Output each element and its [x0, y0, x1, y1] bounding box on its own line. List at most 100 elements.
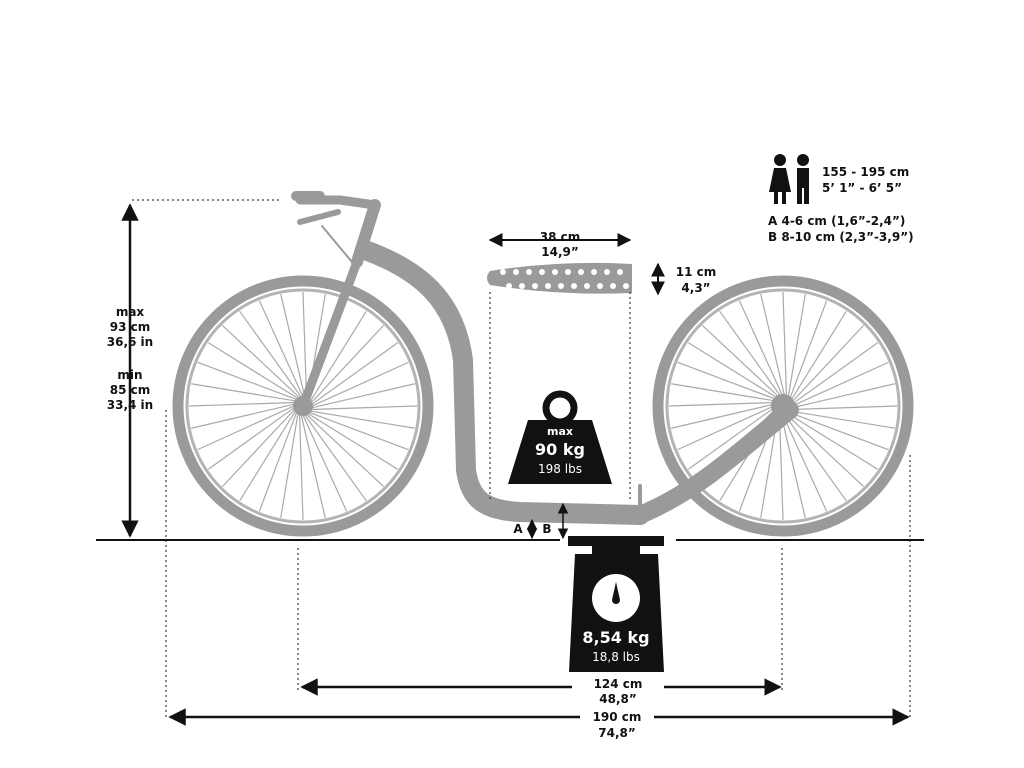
wheel-spoke: [785, 413, 865, 488]
deck-grip-hole: [506, 283, 512, 289]
deck-grip-hole: [539, 269, 545, 275]
wheel-spoke: [719, 310, 782, 398]
deck-grip-hole: [526, 269, 532, 275]
wheel-spoke: [784, 414, 847, 502]
height-max-label: max: [115, 305, 145, 319]
wheel-spoke: [778, 414, 784, 521]
wheel-spoke: [791, 361, 889, 407]
wheel-spoke: [791, 342, 879, 405]
wheel-spoke: [221, 324, 301, 399]
deck-grip-hole: [558, 283, 564, 289]
wheel-spoke: [687, 407, 775, 470]
wheel-spoke: [311, 383, 415, 409]
wheel-spoke: [671, 383, 776, 402]
max-load-label: max: [547, 425, 573, 438]
wheel-spoke: [789, 411, 889, 451]
clearance-b-letter: B: [542, 522, 552, 536]
wheel-spoke: [298, 414, 304, 521]
wheel-spoke: [307, 413, 399, 470]
wheel-spoke: [790, 410, 895, 429]
wheel-spoke: [191, 383, 296, 402]
deck-grip-hole: [597, 283, 603, 289]
wheel-spoke: [668, 401, 775, 407]
deck-grip-hole: [578, 269, 584, 275]
length-cm: 190 cm: [592, 710, 642, 724]
wheel-spoke: [310, 310, 367, 402]
wheel-spoke: [258, 300, 304, 398]
deck-grip-hole: [591, 269, 597, 275]
max-load-weight-icon: [508, 390, 612, 484]
rider-icon: [769, 154, 809, 204]
deck-grip-hole: [513, 269, 519, 275]
wheel-spoke: [207, 342, 299, 399]
clearance-b-info: B 8-10 cm (2,3”-3,9”): [768, 230, 914, 244]
deck-length-in: 14,9”: [541, 245, 579, 259]
wheel-spoke: [791, 383, 895, 409]
wheel-spoke: [782, 291, 788, 398]
wheel-spoke: [280, 294, 306, 398]
wheel-spoke: [738, 300, 784, 398]
deck-grip-hole: [617, 269, 623, 275]
wheel-spoke: [300, 414, 326, 518]
wheel-spoke: [788, 300, 828, 400]
clearance-a-info: A 4-6 cm (1,6”-2,4”): [768, 214, 906, 228]
wheel-spoke: [239, 410, 296, 502]
wheel-spoke: [207, 407, 295, 470]
deck-grip-hole: [571, 283, 577, 289]
deck-grip-hole: [545, 283, 551, 289]
wheel-spoke: [677, 405, 775, 451]
wheel-spoke: [280, 413, 299, 518]
wheel-spoke: [239, 310, 302, 398]
wheel-spoke: [787, 413, 879, 470]
wheel-spoke: [305, 413, 385, 488]
deck-grip-hole: [565, 269, 571, 275]
wheel-spoke: [687, 342, 779, 399]
deck-grip-hole: [500, 269, 506, 275]
max-load-kg: 90 kg: [535, 440, 585, 459]
height-min-label: min: [117, 368, 143, 382]
wheel-spoke: [258, 412, 298, 512]
wheel-spoke: [677, 361, 777, 401]
bike-weight-kg: 8,54 kg: [582, 628, 650, 647]
height-min-in: 33,4 in: [106, 398, 154, 412]
wheel-spoke: [311, 361, 409, 407]
wheel-spoke: [302, 414, 348, 512]
wheelbase-in: 48,8”: [599, 692, 637, 706]
deck-width-in: 4,3”: [681, 281, 711, 295]
wheel-spoke: [221, 408, 296, 488]
deck-grip-hole: [584, 283, 590, 289]
wheel-spoke: [310, 324, 385, 404]
scooter-frame: [291, 191, 799, 525]
wheel-spoke: [791, 405, 898, 411]
wheel-spoke: [701, 324, 781, 399]
wheel-spoke: [191, 403, 295, 429]
scale-icon: [568, 536, 664, 672]
clearance-a-letter: A: [513, 522, 523, 536]
rider-height-ft: 5’ 1” - 6’ 5”: [822, 181, 902, 195]
wheelbase-cm: 124 cm: [593, 677, 643, 691]
wheel-spoke: [310, 410, 415, 429]
deck-top-view: [487, 262, 632, 294]
height-max-in: 36,6 in: [106, 335, 154, 349]
wheel-spoke: [197, 361, 297, 401]
length-in: 74,8”: [598, 726, 636, 740]
wheel-spoke: [188, 401, 295, 407]
deck-length-cm: 38 cm: [539, 230, 581, 244]
rider-height-cm: 155 - 195 cm: [822, 165, 910, 179]
wheel-spoke: [780, 414, 806, 518]
wheel-spoke: [197, 405, 295, 451]
wheel-spoke: [671, 403, 775, 429]
bike-weight-lbs: 18,8 lbs: [592, 650, 640, 664]
deck-grip-hole: [519, 283, 525, 289]
wheel-spoke: [311, 342, 399, 405]
wheel-spoke: [790, 324, 865, 404]
deck-grip-hole: [552, 269, 558, 275]
deck-grip-hole: [623, 283, 629, 289]
deck-grip-hole: [610, 283, 616, 289]
wheel-spoke: [790, 310, 847, 402]
wheel-spoke: [311, 405, 418, 411]
deck-width-cm: 11 cm: [675, 265, 717, 279]
height-max-cm: 93 cm: [109, 320, 151, 334]
height-min-cm: 85 cm: [109, 383, 151, 397]
